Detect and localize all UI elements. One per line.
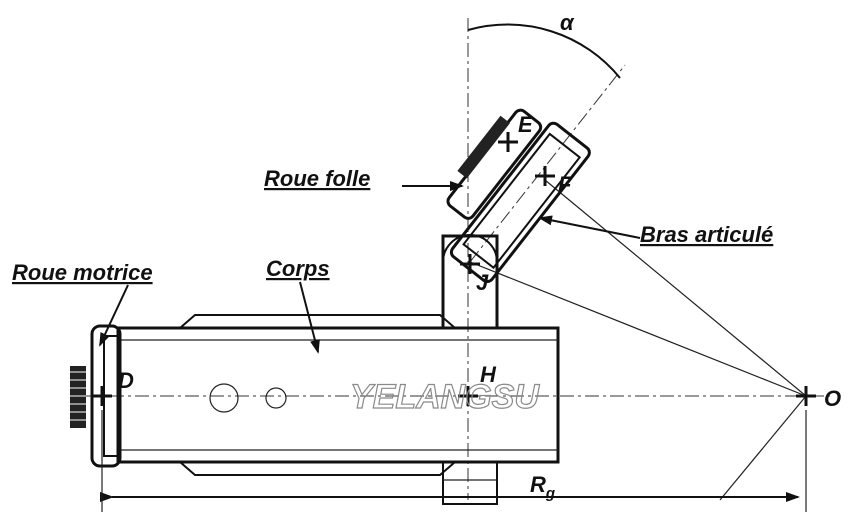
angle-alpha-label: α [560, 10, 575, 35]
point-label-d: D [118, 368, 134, 393]
bras-articule-leader [538, 215, 641, 239]
watermark: YELANGSU [350, 378, 540, 416]
rg-label: Rg [530, 472, 555, 502]
point-label-o: O [824, 386, 841, 411]
label-bras-articule: Bras articulé [640, 222, 773, 247]
angle-alpha-arc [467, 23, 621, 79]
label-roue-motrice: Roue motrice [12, 260, 153, 285]
point-label-j: J [476, 270, 489, 295]
point-label-f: F [558, 172, 572, 197]
rg-label-sub: g [545, 485, 555, 502]
construction-line-o-down [719, 395, 807, 501]
rg-label-main: R [530, 472, 546, 497]
point-markers [92, 132, 816, 406]
point-label-h: H [480, 362, 497, 387]
idler-wheel [446, 108, 543, 220]
point-label-e: E [518, 112, 534, 137]
construction-line-j-o [469, 261, 807, 397]
label-roue-folle: Roue folle [264, 166, 370, 191]
arm-axis-line [469, 64, 626, 263]
corps-leader [299, 281, 320, 354]
construction-line-f-o [544, 179, 807, 397]
label-corps: Corps [266, 256, 330, 281]
roue-motrice-leader [99, 284, 129, 347]
